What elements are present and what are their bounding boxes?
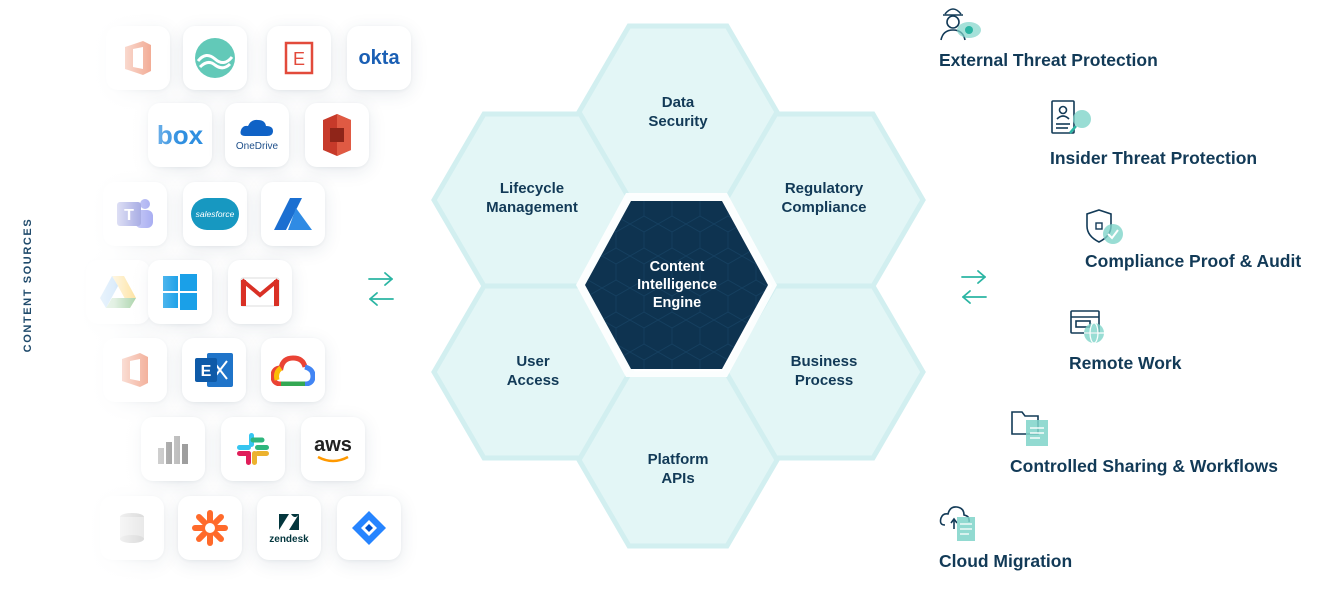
exchange-icon: E	[182, 338, 246, 402]
id-card-search-icon	[1051, 100, 1091, 134]
onedrive-icon: OneDrive	[225, 103, 289, 167]
aws-s3-icon	[305, 103, 369, 167]
shield-check-icon	[1086, 209, 1123, 244]
svg-text:E: E	[201, 363, 212, 380]
use-case-controlled-sharing-workflows: Controlled Sharing & Workflows	[1010, 456, 1279, 476]
exchange-arrows-icon-right	[961, 270, 987, 304]
browser-globe-icon	[1070, 310, 1104, 344]
folder-document-icon	[1011, 411, 1048, 446]
exchange-arrows-icon	[368, 272, 394, 306]
use-case-external-threat-protection: External Threat Protection	[939, 50, 1158, 70]
zendesk-icon: zendesk	[257, 496, 321, 560]
slack-icon	[221, 417, 285, 481]
use-case-cloud-migration: Cloud Migration	[939, 551, 1073, 571]
jira-icon	[337, 496, 401, 560]
okta-icon: okta	[347, 26, 411, 90]
use-case-insider-threat-protection: Insider Threat Protection	[1050, 148, 1258, 168]
salesforce-icon: salesforce	[183, 182, 247, 246]
cloud-upload-document-icon	[939, 506, 975, 541]
hacker-eye-icon	[940, 8, 981, 41]
egnyte-icon: E	[267, 26, 331, 90]
cloud-app-icon	[183, 26, 247, 90]
azure-icon	[261, 182, 325, 246]
svg-text:E: E	[293, 49, 305, 69]
gmail-icon	[228, 260, 292, 324]
zapier-icon	[178, 496, 242, 560]
google-cloud-icon	[261, 338, 325, 402]
use-case-remote-work: Remote Work	[1069, 353, 1182, 373]
aws-icon: aws	[301, 417, 365, 481]
use-case-compliance-proof-audit: Compliance Proof & Audit	[1085, 251, 1302, 271]
center-hexagon	[576, 193, 777, 377]
